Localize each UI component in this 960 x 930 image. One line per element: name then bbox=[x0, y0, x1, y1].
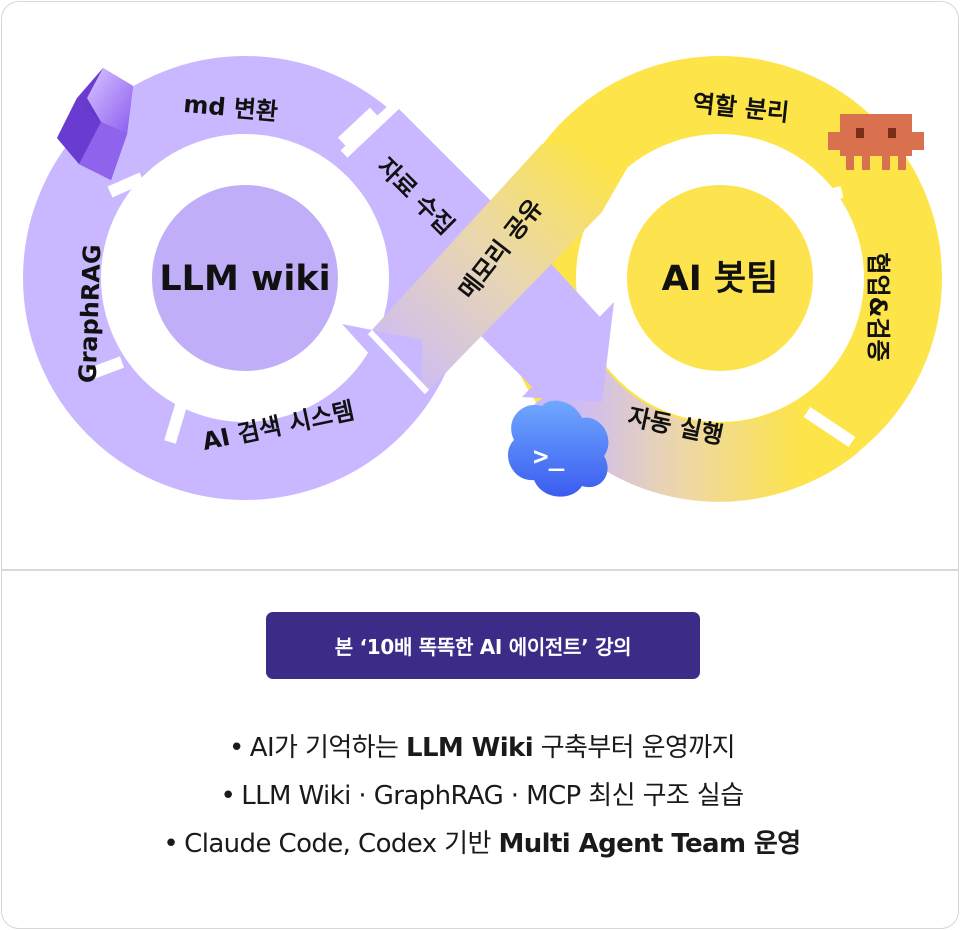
left-hub bbox=[152, 185, 338, 371]
bullet-item: •Claude Code, Codex 기반 Multi Agent Team … bbox=[2, 820, 958, 868]
label-graphrag: GraphRAG bbox=[74, 244, 107, 384]
section-divider bbox=[2, 569, 958, 571]
bullet-text: Claude Code, Codex 기반 bbox=[184, 829, 499, 859]
bullet-item: •LLM Wiki · GraphRAG · MCP 최신 구조 실습 bbox=[2, 772, 958, 820]
right-hub bbox=[627, 185, 813, 371]
left-hub-label: LLM wiki bbox=[159, 259, 330, 299]
terminal-prompt: >_ bbox=[533, 442, 565, 472]
label-collab-verify: 협업&검증 bbox=[864, 252, 892, 361]
bullet-text: LLM Wiki · GraphRAG · MCP 최신 구조 실습 bbox=[241, 781, 744, 811]
bullet-text: AI가 기억하는 bbox=[249, 733, 406, 763]
terminal-cloud-icon: >_ bbox=[507, 400, 609, 497]
pixel-robot-icon bbox=[828, 114, 924, 170]
obsidian-crystal-icon bbox=[57, 68, 133, 180]
bullet-item: •AI가 기억하는 LLM Wiki 구축부터 운영까지 bbox=[2, 724, 958, 772]
crossover-memory-band bbox=[342, 142, 642, 412]
bullet-dot: • bbox=[163, 829, 179, 859]
bullet-text: 구축부터 운영까지 bbox=[533, 733, 736, 763]
bullet-dot: • bbox=[229, 733, 244, 763]
right-hub-label: AI 봇팀 bbox=[662, 259, 779, 299]
infinity-diagram: LLM wiki AI 봇팀 md 변환 자료 수집 GraphRAG AI 검… bbox=[23, 56, 942, 502]
bullet-bold: Multi Agent Team 운영 bbox=[498, 829, 801, 859]
bullet-bold: LLM Wiki bbox=[405, 733, 534, 763]
bullet-list: •AI가 기억하는 LLM Wiki 구축부터 운영까지 •LLM Wiki ·… bbox=[2, 724, 958, 868]
course-badge: 본 ‘10배 똑똑한 AI 에이전트’ 강의 bbox=[266, 612, 700, 679]
bullet-dot: • bbox=[220, 781, 236, 811]
